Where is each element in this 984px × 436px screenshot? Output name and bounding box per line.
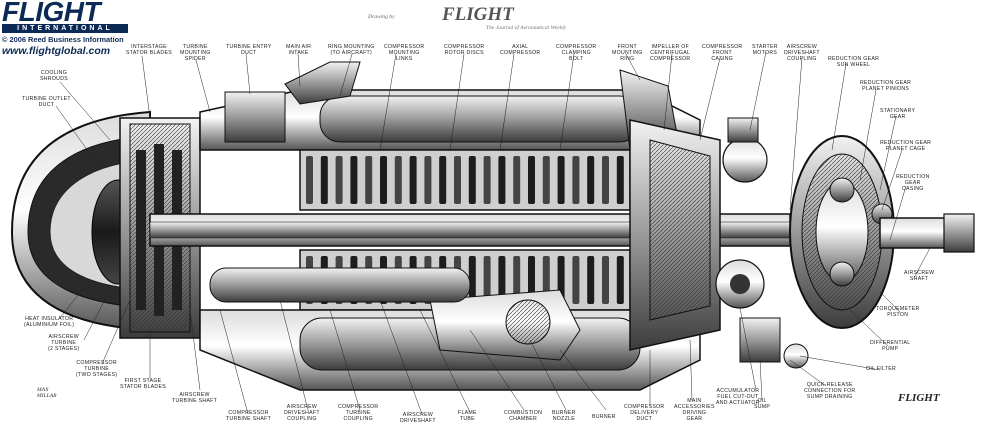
reduction-gear — [789, 135, 895, 329]
masthead-suffix: The Journal of Aeronautical Weekly — [486, 25, 567, 31]
compressor-blade — [542, 156, 550, 204]
label-accumulator: ACCUMULATOR FUEL CUT-OUT AND ACTUATOR — [716, 388, 760, 406]
label-reduction-gear-casing: REDUCTION GEAR CASING — [896, 174, 930, 192]
compressor-blade — [616, 256, 624, 304]
label-turbine-entry-duct: TURBINE ENTRY DUCT — [226, 44, 272, 56]
label-airscrew-driveshaft-coupling-lower: AIRSCREW DRIVESHAFT COUPLING — [284, 404, 320, 422]
label-combustion-chamber: COMBUSTION CHAMBER — [504, 410, 543, 422]
copyright-text: © 2006 Reed Business Information — [2, 35, 124, 44]
lower-casing — [199, 267, 701, 391]
compressor-blade — [498, 156, 506, 204]
compressor-blade — [616, 156, 624, 204]
label-compressor-turbine-two-stages: COMPRESSOR TURBINE (TWO STAGES) — [76, 360, 118, 378]
compressor-blade — [513, 156, 521, 204]
label-oil-filter: OIL FILTER — [866, 366, 897, 372]
label-reduction-gear-planet-pinions: REDUCTION GEAR PLANET PINIONS — [860, 80, 912, 92]
label-compressor-delivery-duct: COMPRESSOR DELIVERY DUCT — [624, 404, 665, 422]
label-flame-tube: FLAME TUBE — [458, 410, 477, 422]
label-burner: BURNER — [592, 414, 616, 420]
label-cooling-shrouds: COOLING SHROUDS — [40, 70, 69, 82]
compressor-blade — [602, 156, 609, 204]
label-airscrew-shaft: AIRSCREW SHAFT — [904, 270, 935, 282]
label-turbine-mounting-spider: TURBINE MOUNTING SPIDER — [180, 44, 211, 62]
compressor-blade — [439, 156, 447, 204]
label-interstage-stator-blades: INTERSTAGE STATOR BLADES — [126, 44, 172, 56]
label-airscrew-driveshaft-coupling: AIRSCREW DRIVESHAFT COUPLING — [784, 44, 820, 62]
label-compressor-turbine-coupling: COMPRESSOR TURBINE COUPLING — [338, 404, 379, 422]
airscrew-shaft — [879, 213, 975, 253]
label-axial-compressor: AXIAL COMPRESSOR — [500, 44, 541, 56]
label-impeller-centrifugal: IMPELLER OF CENTRIFUGAL COMPRESSOR — [650, 44, 691, 62]
label-starter-motors: STARTER MOTORS — [752, 44, 778, 56]
compressor-blade — [424, 156, 432, 204]
label-main-air-intake: MAIN AIR INTAKE — [286, 44, 312, 56]
label-ring-mounting: RING MOUNTING (TO AIRCRAFT) — [328, 44, 375, 56]
compressor-blade — [587, 156, 595, 204]
leader-lines — [55, 51, 931, 415]
compressor-blade — [483, 156, 491, 204]
label-stationary-gear: STATIONARY GEAR — [880, 108, 916, 120]
label-airscrew-turbine-shaft: AIRSCREW TURBINE SHAFT — [172, 392, 218, 404]
label-front-mounting-ring: FRONT MOUNTING RING — [612, 44, 643, 62]
label-compressor-front-casing: COMPRESSOR FRONT CASING — [702, 44, 743, 62]
masthead: Drawing by FLIGHT The Journal of Aeronau… — [368, 4, 618, 32]
label-compressor-rotor-discs: COMPRESSOR ROTOR DISCS — [444, 44, 485, 56]
label-airscrew-turbine-2-stages: AIRSCREW TURBINE (2 STAGES) — [48, 334, 80, 352]
compressor-blade — [587, 256, 595, 304]
compressor-blade — [572, 256, 580, 304]
flight-signature: FLIGHT — [898, 392, 940, 404]
label-oil-sump: OIL SUMP — [754, 398, 771, 410]
artist-signature: MAX MILLAR — [37, 387, 57, 399]
compressor-blade — [409, 156, 417, 204]
label-compressor-clamping-bolt: COMPRESSOR CLAMPING BOLT — [556, 44, 597, 62]
upper-casing — [199, 61, 701, 151]
compressor-blade — [454, 156, 461, 204]
logo-bar — [2, 24, 128, 33]
label-reduction-gear-sun-wheel: REDUCTION GEAR SUN WHEEL — [828, 56, 880, 68]
compressor-blade — [528, 156, 535, 204]
compressor-blade — [557, 156, 565, 204]
masthead-prefix: Drawing by — [368, 14, 395, 20]
compressor-blade — [498, 256, 506, 304]
label-differential-pump: DIFFERENTIAL PUMP — [870, 340, 911, 352]
compressor-blade — [335, 156, 343, 204]
compressor-blade — [468, 256, 476, 304]
compressor-blade — [483, 256, 491, 304]
compressor-blade — [394, 156, 402, 204]
compressor-blades-upper — [306, 156, 624, 204]
flight-international-logo: FLIGHT INTERNATIONAL © 2006 Reed Busines… — [2, 0, 132, 64]
compressor-blade — [320, 156, 328, 204]
label-torquemeter-piston: TORQUEMETER PISTON — [876, 306, 920, 318]
label-airscrew-driveshaft: AIRSCREW DRIVESHAFT — [400, 412, 436, 424]
compressor-blade — [513, 256, 521, 304]
compressor-blade — [380, 156, 387, 204]
label-compressor-mounting-links: COMPRESSOR MOUNTING LINKS — [384, 44, 425, 62]
compressor-blade — [468, 156, 476, 204]
label-heat-insulator: HEAT INSULATOR (ALUMINIUM FOIL) — [24, 316, 75, 328]
accessories — [715, 117, 809, 369]
label-first-stage-stator-blades: FIRST STAGE STATOR BLADES — [120, 378, 166, 390]
label-main-accessories-driving-gear: MAIN ACCESSORIES DRIVING GEAR — [674, 398, 715, 422]
compressor-blade — [365, 156, 373, 204]
masthead-title: FLIGHT — [442, 4, 514, 25]
compressor-blade — [572, 156, 580, 204]
label-reduction-gear-planet-cage: REDUCTION GEAR PLANET CAGE — [880, 140, 932, 152]
label-quick-release-connection: QUICK-RELEASE CONNECTION FOR SUMP DRAINI… — [804, 382, 856, 400]
compressor-blade — [602, 256, 609, 304]
compressor-blade — [350, 156, 358, 204]
logo-word: FLIGHT — [2, 0, 101, 27]
front-casing — [629, 119, 721, 351]
label-compressor-turbine-shaft: COMPRESSOR TURBINE SHAFT — [226, 410, 272, 422]
compressor-blade — [306, 156, 313, 204]
logo-subtitle: INTERNATIONAL — [17, 25, 113, 32]
label-burner-nozzle: BURNER NOZZLE — [552, 410, 576, 422]
website-link[interactable]: www.flightglobal.com — [2, 45, 111, 57]
label-turbine-outlet-duct: TURBINE OUTLET DUCT — [22, 96, 71, 108]
